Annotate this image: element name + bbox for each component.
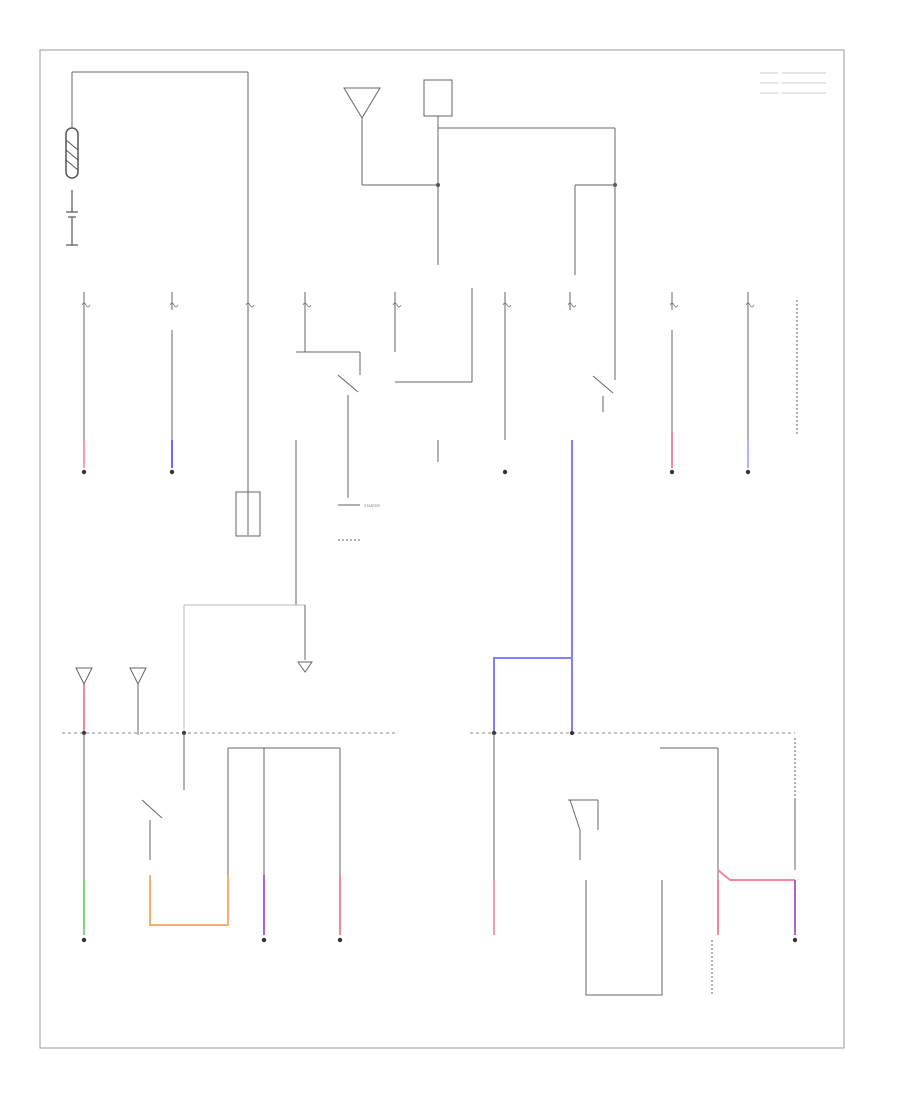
top-connector-left [343, 87, 440, 186]
lower-right-wiring [493, 733, 796, 996]
lower-split-wires [183, 604, 305, 735]
battery-fusible-link [65, 127, 79, 179]
battery-symbol [66, 190, 78, 246]
fuse-glyphs [81, 302, 755, 308]
top-right-branch [574, 184, 616, 360]
blue-feed-wire [493, 440, 573, 735]
lower-left-colored-wires [83, 875, 341, 935]
lower-right-colored-wires [493, 869, 796, 935]
lower-left-wiring [83, 733, 796, 880]
starter-relay-switch [296, 288, 473, 498]
lower-left-ground-dots [81, 937, 343, 943]
fuse-row [83, 292, 798, 440]
diagram-border [39, 49, 845, 1049]
connector-dots-top-row [81, 469, 751, 475]
middle-row-wires [235, 430, 439, 605]
top-junction-block [423, 79, 616, 265]
lower-split-points [297, 605, 313, 673]
lower-right-ground-dots [792, 937, 798, 943]
starter-label: STARTER [364, 504, 380, 508]
starter-motor: STARTER [364, 504, 380, 508]
colored-wires-top-row [83, 432, 749, 468]
right-relay-switch [592, 360, 616, 412]
junction-connectors-left [75, 667, 147, 735]
main-feed-wires [71, 71, 249, 430]
legend [760, 72, 826, 94]
